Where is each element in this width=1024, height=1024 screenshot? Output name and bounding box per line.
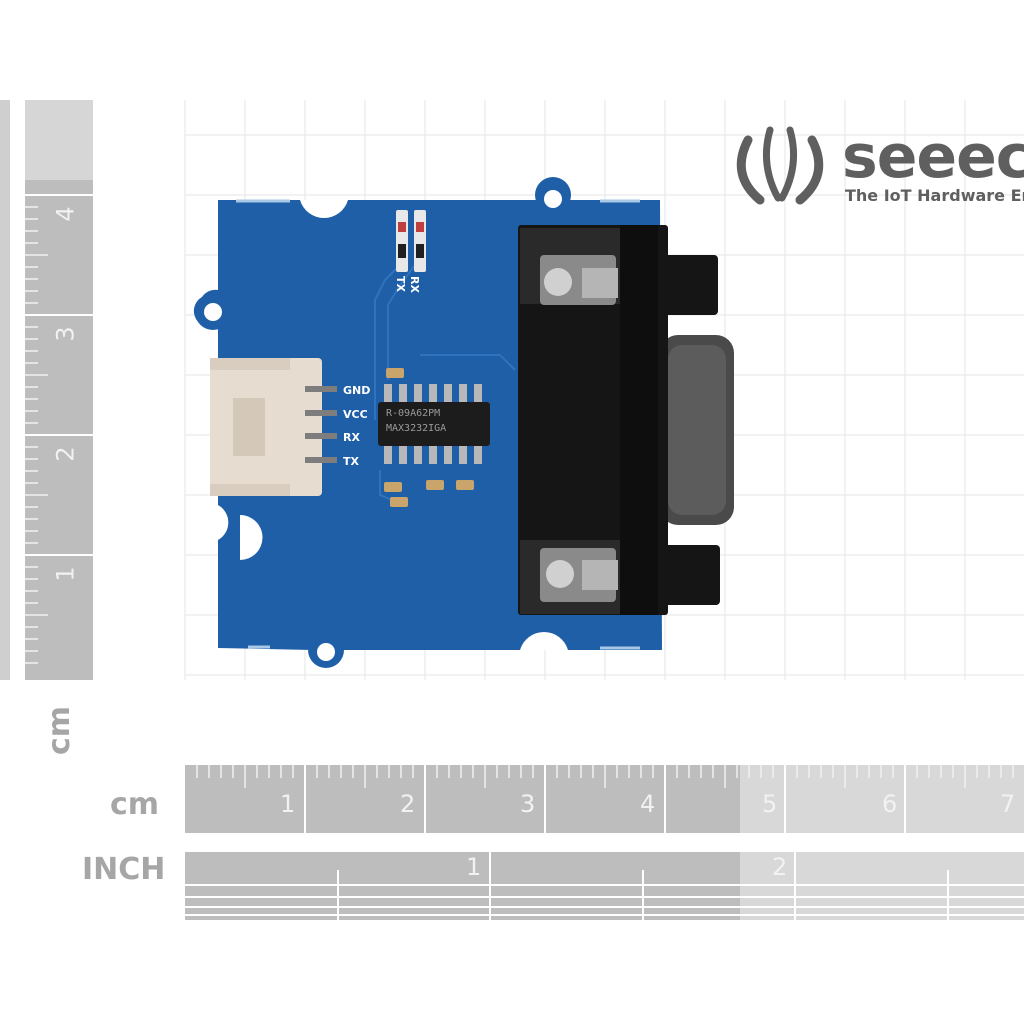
smd-components [384,368,474,507]
vertical-cm-tick-label: 2 [51,446,80,462]
cm-tick-label: 3 [520,790,536,818]
pin-label-gnd: GND [343,384,371,397]
cm-tick-label: 7 [1000,790,1016,818]
brand-tagline: The IoT Hardware Enal [845,186,1024,205]
pin-label-rx: RX [343,431,360,444]
horizontal-cm-ruler [185,765,1024,833]
seeed-logo-icon [736,126,824,205]
pin-label-tx: TX [343,455,359,468]
vertical-cm-ruler [0,100,93,680]
led-label-rx: RX [408,276,421,293]
grove-connector [210,358,337,496]
cm-ruler-label: cm [110,787,160,822]
db9-connector [518,225,734,615]
cm-tick-label: 5 [762,790,778,818]
led-label-tx: TX [394,276,407,292]
pin-label-vcc: VCC [343,408,368,421]
inch-ruler-label: INCH [82,852,166,887]
inch-tick-label: 1 [466,853,482,881]
cm-tick-label: 1 [280,790,296,818]
vertical-cm-tick-label: 4 [51,206,80,222]
inch-ruler [185,852,1024,920]
chip-marking-line2: MAX3232IGA [386,423,447,434]
inch-tick-label: 2 [772,853,788,881]
vertical-cm-tick-label: 1 [51,566,80,582]
vertical-cm-ruler-label: cm [42,705,77,755]
chip-marking-line1: R-09A62PM [386,408,441,419]
status-leds [396,210,426,272]
cm-tick-label: 4 [640,790,656,818]
max3232-chip [378,384,490,464]
vertical-cm-tick-label: 3 [51,326,80,342]
brand-name: seeec [842,122,1024,192]
cm-tick-label: 2 [400,790,416,818]
cm-tick-label: 6 [882,790,898,818]
